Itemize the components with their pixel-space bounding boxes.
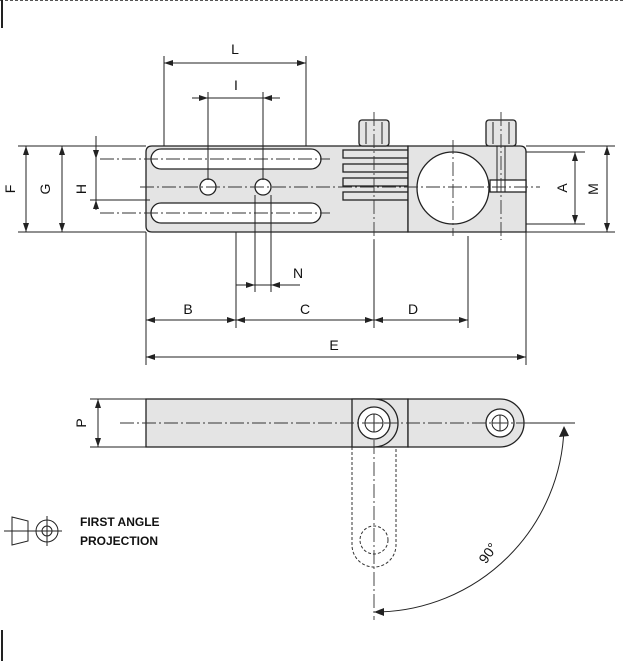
dim-label-H: H <box>73 184 89 194</box>
dim-label-C: C <box>300 301 310 317</box>
dim-label-P: P <box>73 418 89 427</box>
dim-label-B: B <box>183 301 192 317</box>
projection-text-line2: PROJECTION <box>80 534 158 548</box>
angle-label: 90° <box>475 540 500 567</box>
dim-label-F: F <box>2 185 18 194</box>
side-view <box>120 398 575 620</box>
clamp-fin-4 <box>342 191 409 201</box>
dim-label-A: A <box>554 183 570 193</box>
dim-label-N: N <box>293 265 303 281</box>
clamp-slit <box>489 179 527 193</box>
projection-cone <box>11 516 29 546</box>
dim-label-I: I <box>234 77 238 93</box>
dimension-labels: L I F G H A M N B C D E P 90° FIRST ANGL… <box>2 41 601 566</box>
rotation-arc <box>377 427 565 613</box>
clamp-fin-3 <box>342 177 409 187</box>
dim-label-L: L <box>231 41 239 57</box>
dim-label-G: G <box>37 184 53 195</box>
dim-label-M: M <box>585 183 601 195</box>
dim-label-D: D <box>408 301 418 317</box>
top-view <box>100 112 540 240</box>
clamp-fin-2 <box>342 163 409 173</box>
projection-symbol <box>4 516 62 546</box>
dimension-lines <box>18 56 615 448</box>
clamp-fin-1 <box>342 149 409 159</box>
dim-label-E: E <box>329 337 338 353</box>
projection-text-line1: FIRST ANGLE <box>80 515 160 529</box>
arc-arrow-bottom <box>374 608 384 616</box>
arc-arrow-top <box>559 426 569 437</box>
